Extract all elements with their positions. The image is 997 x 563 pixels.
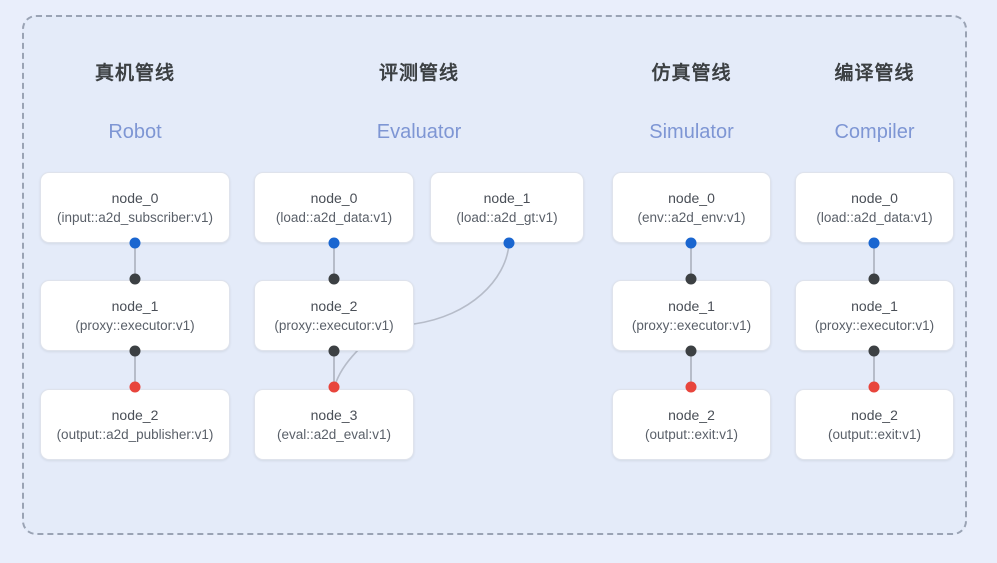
node-output-port[interactable] [685,237,697,249]
edge-connector [690,351,692,387]
node-card[interactable]: node_3 (eval::a2d_eval:v1) [254,389,414,460]
node-input-port[interactable] [685,273,697,285]
node-card[interactable]: node_0 (load::a2d_data:v1) [254,172,414,243]
node-name: node_1 [851,297,898,314]
node-card[interactable]: node_2 (output::a2d_publisher:v1) [40,389,230,460]
node-type: (proxy::executor:v1) [814,317,935,333]
node-output-port[interactable] [868,345,880,357]
node-card[interactable]: node_2 (output::exit:v1) [612,389,771,460]
node-type: (output::a2d_publisher:v1) [56,426,214,442]
edge-connector [873,351,875,387]
node-name: node_0 [310,189,358,206]
node-name: node_2 [851,406,898,423]
edge-connector [333,243,335,279]
node-name: node_2 [668,406,715,423]
node-card[interactable]: node_0 (load::a2d_data:v1) [795,172,954,243]
node-name: node_1 [483,189,531,206]
column-title-robot: 真机管线 [94,63,175,84]
node-name: node_2 [111,406,159,423]
node-input-port[interactable] [129,273,141,285]
node-card[interactable]: node_1 (proxy::executor:v1) [40,280,230,351]
node-type: (proxy::executor:v1) [631,317,752,333]
column-subtitle-compiler: Compiler [834,121,915,143]
edge-connector [873,243,875,279]
node-input-port[interactable] [868,273,880,285]
node-card[interactable]: node_1 (proxy::executor:v1) [795,280,954,351]
edge-connector [690,243,692,279]
column-title-compiler: 编译管线 [834,63,915,84]
edge-connector [134,351,136,387]
node-card[interactable]: node_2 (output::exit:v1) [795,389,954,460]
pipeline-column-simulator: 仿真管线 Simulator [612,0,771,563]
pipeline-column-compiler: 编译管线 Compiler [795,0,954,563]
node-output-port[interactable] [328,345,340,357]
column-title-evaluator: 评测管线 [378,63,459,84]
node-output-port[interactable] [503,237,515,249]
node-output-port[interactable] [328,237,340,249]
node-name: node_3 [310,406,358,423]
edge-connector [134,243,136,279]
node-name: node_1 [111,297,159,314]
node-terminal-port[interactable] [685,381,697,393]
node-name: node_0 [668,189,715,206]
node-type: (output::exit:v1) [827,426,922,442]
node-terminal-port[interactable] [129,381,141,393]
node-output-port[interactable] [868,237,880,249]
node-card[interactable]: node_1 (proxy::executor:v1) [612,280,771,351]
node-input-port[interactable] [328,273,340,285]
node-output-port[interactable] [129,237,141,249]
node-type: (load::a2d_data:v1) [275,209,393,225]
node-name: node_2 [310,297,358,314]
node-type: (input::a2d_subscriber:v1) [56,209,214,225]
node-card[interactable]: node_1 (load::a2d_gt:v1) [430,172,584,243]
column-subtitle-evaluator: Evaluator [376,121,462,143]
node-terminal-port[interactable] [868,381,880,393]
pipeline-column-evaluator: 评测管线 Evaluator [254,0,584,563]
node-type: (load::a2d_gt:v1) [456,209,558,225]
column-subtitle-robot: Robot [108,121,162,143]
node-name: node_1 [668,297,715,314]
node-type: (output::exit:v1) [644,426,739,442]
node-type: (proxy::executor:v1) [274,317,394,333]
node-card[interactable]: node_0 (env::a2d_env:v1) [612,172,771,243]
column-title-simulator: 仿真管线 [651,63,732,84]
node-card[interactable]: node_0 (input::a2d_subscriber:v1) [40,172,230,243]
node-card[interactable]: node_2 (proxy::executor:v1) [254,280,414,351]
node-type: (load::a2d_data:v1) [816,209,933,225]
edge-connector [333,351,335,387]
node-name: node_0 [851,189,898,206]
node-type: (eval::a2d_eval:v1) [276,426,392,442]
node-name: node_0 [111,189,159,206]
node-output-port[interactable] [129,345,141,357]
node-type: (env::a2d_env:v1) [637,209,746,225]
node-terminal-port[interactable] [328,381,340,393]
column-subtitle-simulator: Simulator [649,121,734,143]
pipeline-column-robot: 真机管线 Robot [40,0,230,563]
node-type: (proxy::executor:v1) [75,317,195,333]
node-output-port[interactable] [685,345,697,357]
